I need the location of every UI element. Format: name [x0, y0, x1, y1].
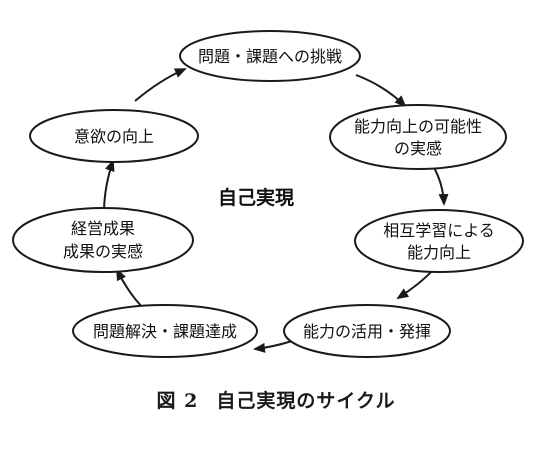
figure-title: 自己実現のサイクル — [216, 390, 396, 412]
node-challenge: 問題・課題への挑戦 — [179, 30, 361, 82]
node-challenge-label: 問題・課題への挑戦 — [198, 47, 342, 66]
node-problem-solving-label: 問題解決・課題達成 — [93, 322, 237, 341]
node-motivation: 意欲の向上 — [29, 109, 199, 163]
figure-caption: 図 2 自己実現のサイクル — [0, 386, 552, 413]
arrow-challenge-to-potential — [355, 74, 407, 108]
node-mutual-learning-line1: 相互学習による — [383, 221, 495, 240]
figure-number: 図 2 — [156, 390, 199, 412]
arrow-solving-to-results — [116, 268, 146, 311]
node-mutual-learning-line2: 能力向上 — [407, 243, 471, 262]
node-results-line1: 経営成果 — [71, 219, 135, 238]
node-ability-potential: 能力向上の可能性 の実感 — [329, 104, 507, 170]
node-results-line2: 成果の実感 — [63, 242, 143, 261]
node-ability-potential-line2: の実感 — [394, 139, 442, 158]
node-ability-use-label: 能力の活用・発揮 — [303, 322, 431, 341]
cycle-nodes: 問題・課題への挑戦 能力向上の可能性 の実感 相互学習による 能力向上 能力の活… — [12, 30, 524, 358]
node-motivation-label: 意欲の向上 — [74, 127, 154, 146]
arrow-mutual-to-use — [396, 268, 435, 300]
arrow-use-to-solving — [253, 340, 293, 353]
node-ability-use: 能力の活用・発揮 — [283, 304, 451, 358]
node-ability-potential-line1: 能力向上の可能性 — [354, 117, 482, 136]
arrow-potential-to-mutual — [432, 165, 449, 206]
arrow-results-to-motivation — [103, 159, 115, 210]
node-results: 経営成果 成果の実感 — [12, 207, 194, 273]
center-label: 自己実現 — [218, 186, 294, 209]
arrow-motivation-to-challenge — [134, 68, 187, 102]
node-problem-solving: 問題解決・課題達成 — [72, 304, 258, 358]
node-mutual-learning: 相互学習による 能力向上 — [354, 209, 524, 273]
